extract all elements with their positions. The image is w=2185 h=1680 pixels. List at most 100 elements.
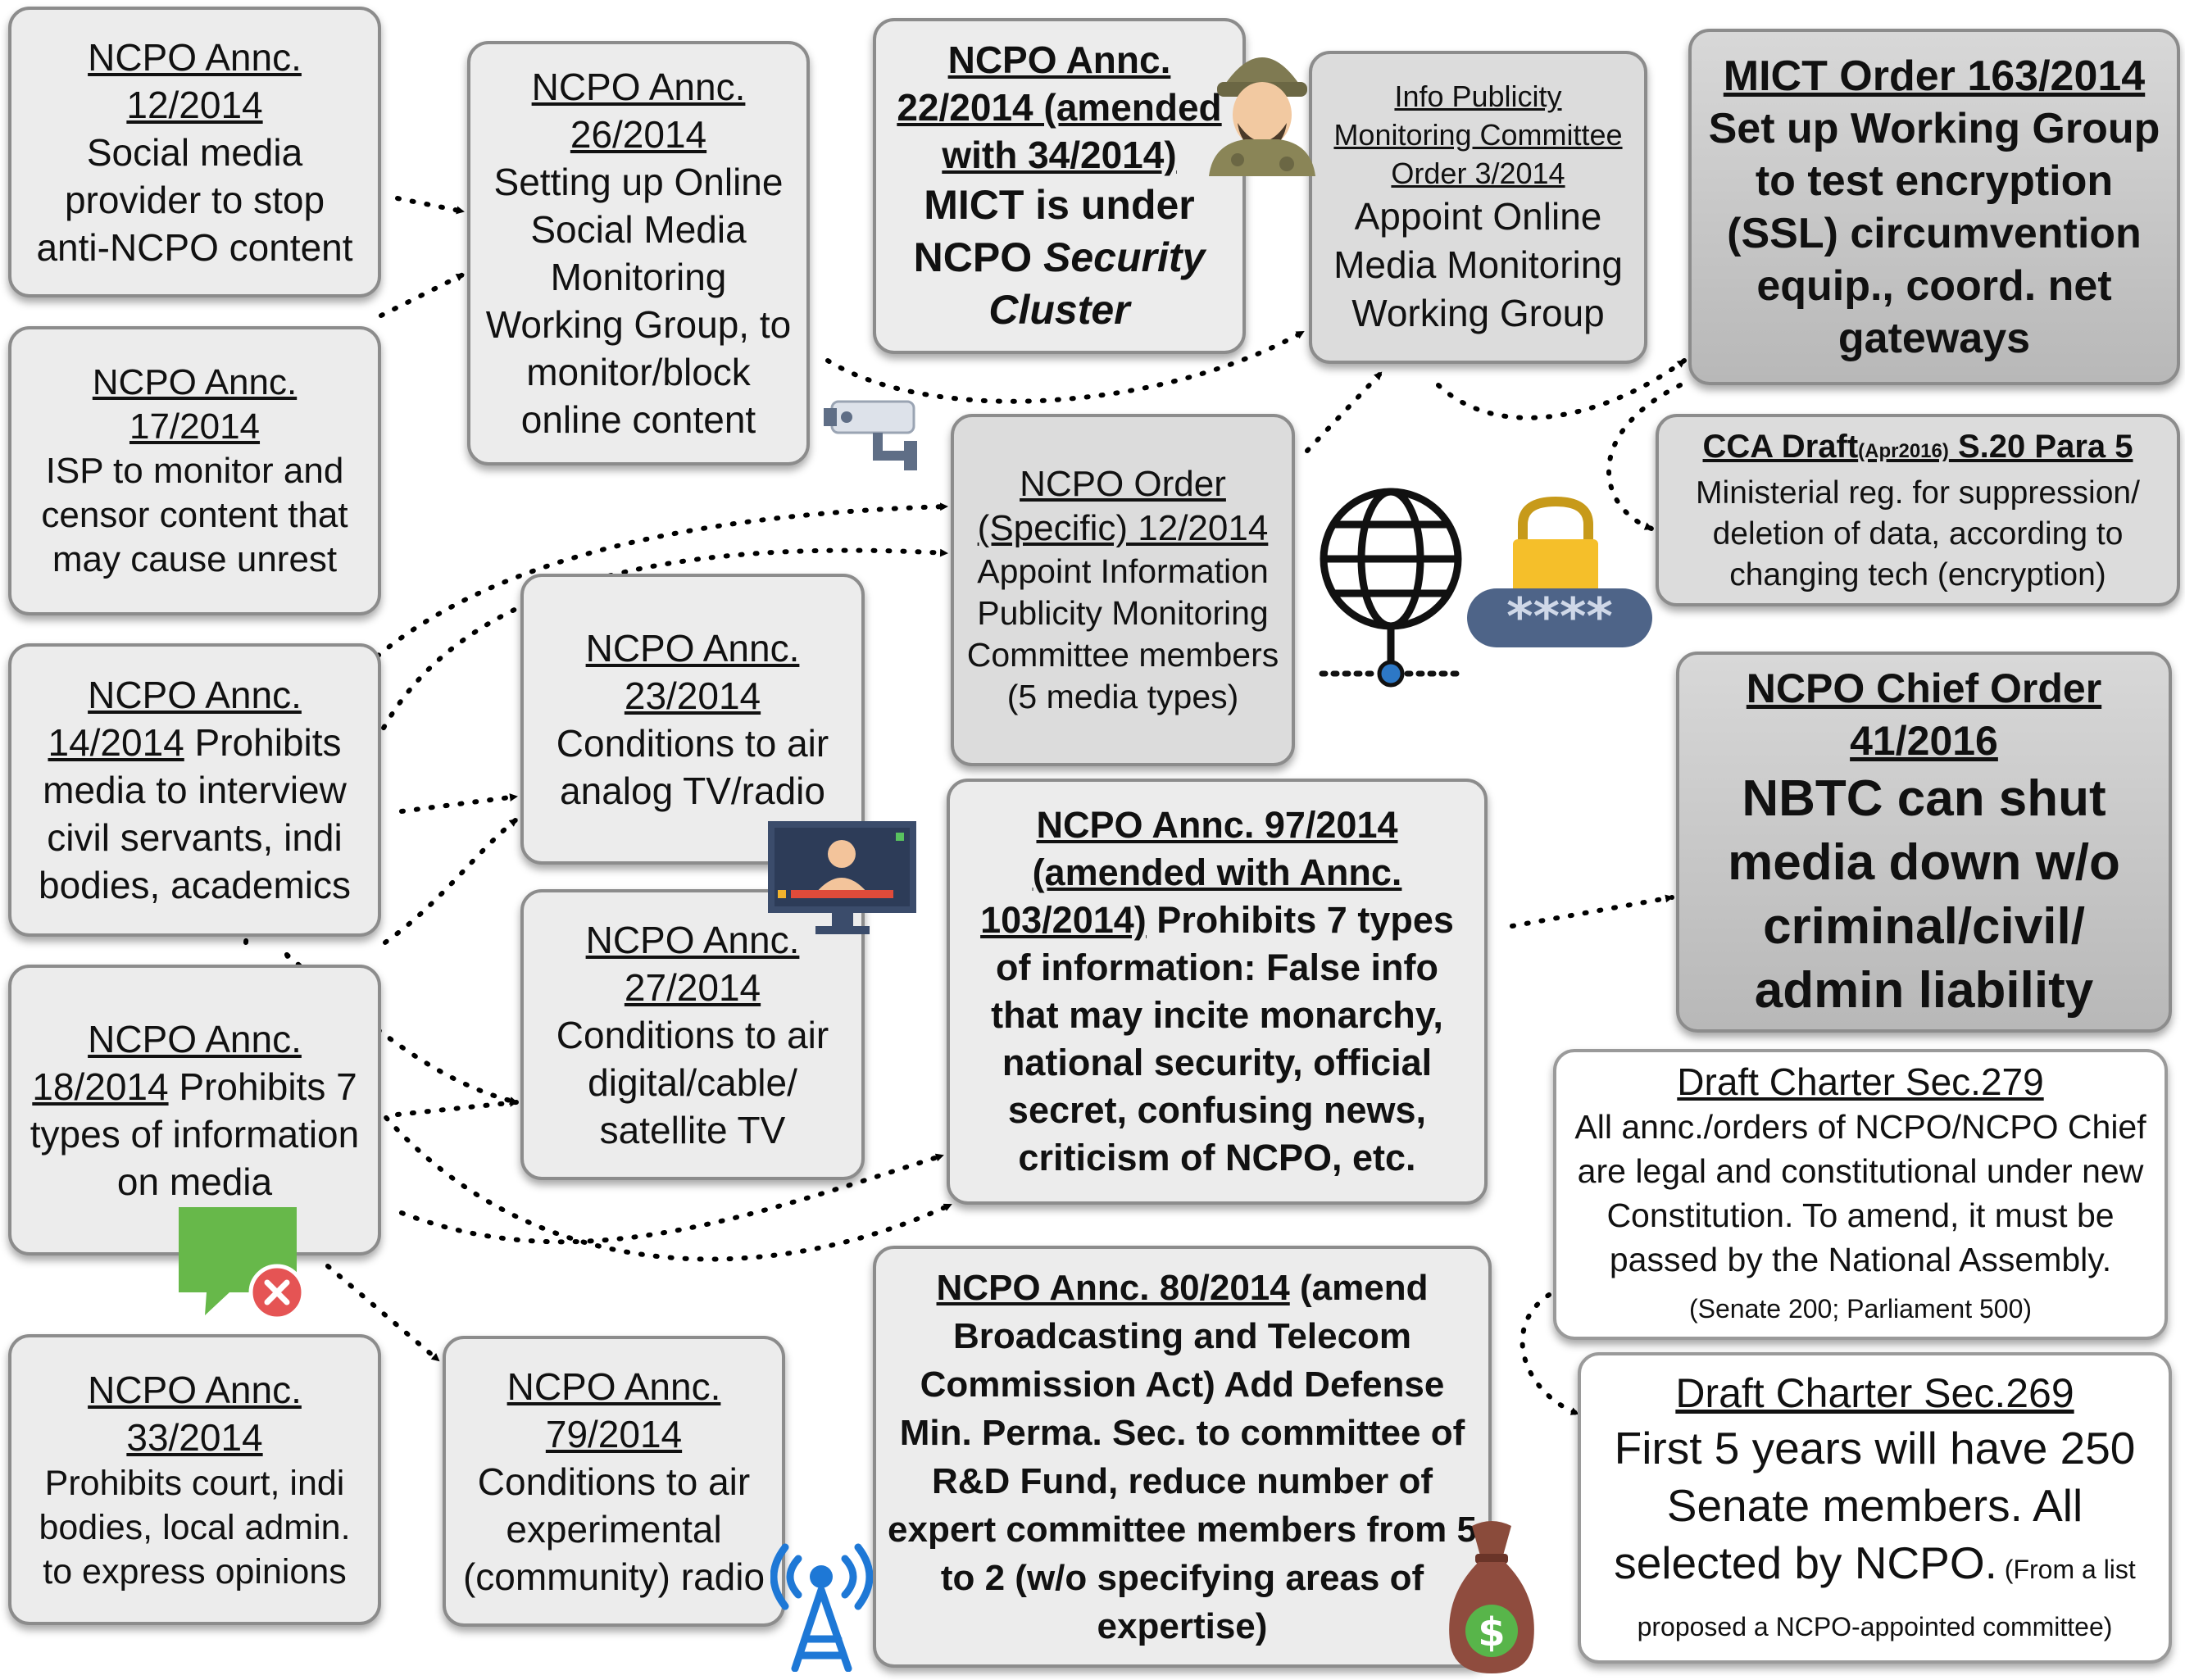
box-title-line2: 79/2014 [545, 1412, 683, 1455]
box-body-line1: MICT is under [924, 182, 1195, 228]
money-bag-icon: $ [1442, 1516, 1541, 1676]
box-title-c: 103/2014) [980, 899, 1147, 941]
box-title-line1: NCPO Annc. [507, 1364, 721, 1408]
box-body: Prohibits media to interview civil serva… [39, 721, 351, 906]
box-title-line2: 41/2016 [1850, 717, 1998, 764]
box-title: NCPO Annc. 22/2014 (amended with 34/2014… [897, 39, 1222, 176]
blocked-chat-icon [172, 1201, 307, 1324]
ncpo-annc-79-2014-box: NCPO Annc. 79/2014 Conditions to air exp… [443, 1336, 785, 1627]
draft-charter-sec-269-box: Draft Charter Sec.269 First 5 years will… [1578, 1352, 2172, 1664]
box-body-line3: Cluster [988, 287, 1130, 333]
cca-draft-box: CCA Draft(Apr2016) S.20 Para 5 Ministeri… [1656, 414, 2180, 606]
box-body: ISP to monitor and censor content that m… [41, 450, 348, 579]
box-body: Setting up Online Social Media Monitorin… [485, 161, 792, 441]
box-title-line1: NCPO Chief Order [1746, 665, 2102, 711]
box-body: Conditions to air analog TV/radio [556, 721, 829, 812]
box-title-a: NCPO Annc. 97/2014 [1036, 804, 1398, 846]
box-title-a: CCA Draft [1702, 428, 1859, 465]
box-body-a: (amend [1289, 1267, 1429, 1308]
arrow-a14-to-a23 [399, 793, 519, 814]
ncpo-annc-27-2014-box: NCPO Annc. 27/2014 Conditions to air dig… [520, 889, 865, 1180]
box-body: First 5 years will have 250 Senate membe… [1614, 1423, 2136, 1588]
box-title-small: (Apr2016) [1858, 439, 1949, 462]
ncpo-annc-23-2014-box: NCPO Annc. 23/2014 Conditions to air ana… [520, 574, 865, 865]
tv-broadcaster-icon [766, 820, 918, 938]
box-title-line1: NCPO Order [1020, 464, 1226, 504]
arrow-a26-to-ipmc [825, 329, 1306, 404]
box-title-line1: NCPO Annc. [585, 918, 800, 961]
box-body: Set up Working Group to test encryption … [1708, 104, 2160, 362]
box-title: NCPO Annc. 80/2014 [936, 1267, 1290, 1308]
box-title: NCPO Annc. 18/2014 [32, 1017, 302, 1108]
box-body: All annc./orders of NCPO/NCPO Chief are … [1574, 1107, 2146, 1278]
arrow-a17-to-a26 [379, 272, 466, 318]
box-note: (From a list proposed a NCPO-appointed c… [1637, 1555, 2136, 1641]
ncpo-annc-33-2014-box: NCPO Annc. 33/2014 Prohibits court, indi… [8, 1334, 381, 1625]
box-title-line1: NCPO Annc. [88, 1368, 302, 1411]
ncpo-chief-order-41-2016-box: NCPO Chief Order 41/2016 NBTC can shut m… [1676, 652, 2172, 1033]
box-title: Draft Charter Sec.269 [1675, 1370, 2074, 1416]
arrow-a18-to-o12-lower [342, 547, 949, 871]
box-title: NCPO Annc. 14/2014 [48, 674, 302, 764]
ncpo-annc-14-2014-box: NCPO Annc. 14/2014 Prohibits media to in… [8, 643, 381, 937]
box-body: NBTC can shut media down w/o criminal/ci… [1728, 770, 2120, 1019]
arrow-a14-to-a27 [284, 952, 519, 1105]
box-body: Conditions to air digital/cable/ satelli… [556, 1013, 829, 1151]
radio-antenna-icon [770, 1541, 874, 1673]
box-body: Prohibits 7 types of information on medi… [30, 1065, 360, 1203]
arrow-chat-to-a79 [325, 1264, 441, 1363]
svg-text:****: **** [1506, 587, 1613, 647]
arrow-a18-to-a27 [395, 1098, 519, 1117]
arrow-a97-to-chief [1510, 894, 1674, 929]
ncpo-annc-97-2014-box: NCPO Annc. 97/2014 (amended with Annc. 1… [947, 779, 1488, 1205]
box-title-line2: 23/2014 [624, 674, 761, 717]
box-body: Conditions to air experimental (communit… [462, 1460, 765, 1598]
ncpo-order-12-2014-box: NCPO Order (Specific) 12/2014 Appoint In… [951, 414, 1295, 766]
box-title-line2: 33/2014 [126, 1415, 263, 1459]
box-title: Draft Charter Sec.279 [1677, 1060, 2044, 1103]
box-body-b: Broadcasting and Telecom Commission Act)… [888, 1315, 1477, 1646]
info-publicity-committee-order-box: Info Publicity Monitoring Committee Orde… [1309, 51, 1647, 364]
cctv-camera-icon [824, 393, 943, 475]
ncpo-annc-17-2014-box: NCPO Annc. 17/2014 ISP to monitor and ce… [8, 326, 381, 615]
box-title-b: S.20 Para 5 [1948, 428, 2133, 465]
arrow-a18-to-a97 [399, 1153, 945, 1245]
box-title-line1: NCPO Annc. [531, 66, 746, 108]
ncpo-annc-26-2014-box: NCPO Annc. 26/2014 Setting up Online Soc… [467, 41, 810, 465]
ncpo-annc-22-2014-box: NCPO Annc. 22/2014 (amended with 34/2014… [873, 18, 1246, 354]
box-body-line2a: NCPO [913, 234, 1044, 280]
padlock-password-icon: **** [1465, 492, 1654, 652]
arrow-o12-to-ipmc [1305, 370, 1383, 453]
box-body: Appoint Information Publicity Monitoring… [966, 552, 1279, 674]
globe-network-icon [1315, 484, 1467, 697]
arrow-s279-to-s269 [1520, 1292, 1580, 1416]
ncpo-annc-80-2014-box: NCPO Annc. 80/2014 (amend Broadcasting a… [873, 1246, 1492, 1668]
box-title-line1: NCPO Annc. [92, 361, 298, 402]
box-body: Prohibits court, indi bodies, local admi… [39, 1463, 351, 1591]
box-title-line1: NCPO Annc. [88, 35, 302, 79]
box-title-line2: 26/2014 [570, 113, 707, 156]
box-title-line2: 27/2014 [624, 965, 761, 1009]
arrow-ipmc-to-mict [1436, 358, 1687, 420]
draft-charter-sec-279-box: Draft Charter Sec.279 All annc./orders o… [1553, 1049, 2168, 1340]
svg-text:$: $ [1478, 1610, 1505, 1655]
box-title: Info Publicity Monitoring Committee Orde… [1333, 79, 1623, 190]
box-body: Ministerial reg. for suppression/ deleti… [1696, 474, 2140, 593]
box-note: (5 media types) [1006, 678, 1239, 715]
mict-order-163-2014-box: MICT Order 163/2014 Set up Working Group… [1688, 29, 2180, 385]
box-title-line2: 17/2014 [129, 406, 261, 447]
arrow-a18-to-a23 [383, 817, 519, 945]
box-title: MICT Order 163/2014 [1723, 52, 2146, 100]
box-title-line2: (Specific) 12/2014 [977, 508, 1269, 548]
box-body: Social media provider to stop anti-NCPO … [36, 130, 353, 269]
box-title-line2: 12/2014 [126, 83, 263, 126]
box-title-b: (amended with Annc. [1032, 851, 1402, 893]
ncpo-annc-18-2014-box: NCPO Annc. 18/2014 Prohibits 7 types of … [8, 965, 381, 1255]
arrow-a12-to-a26 [395, 196, 466, 215]
soldier-icon [1205, 25, 1320, 176]
ncpo-annc-12-2014-box: NCPO Annc. 12/2014 Social media provider… [8, 7, 381, 297]
box-body-a: Prohibits 7 types [1146, 899, 1454, 941]
box-note: (Senate 200; Parliament 500) [1688, 1293, 2033, 1324]
box-body-b: of information: False info that may inci… [991, 947, 1443, 1178]
box-body-line2b: Security [1043, 234, 1206, 280]
